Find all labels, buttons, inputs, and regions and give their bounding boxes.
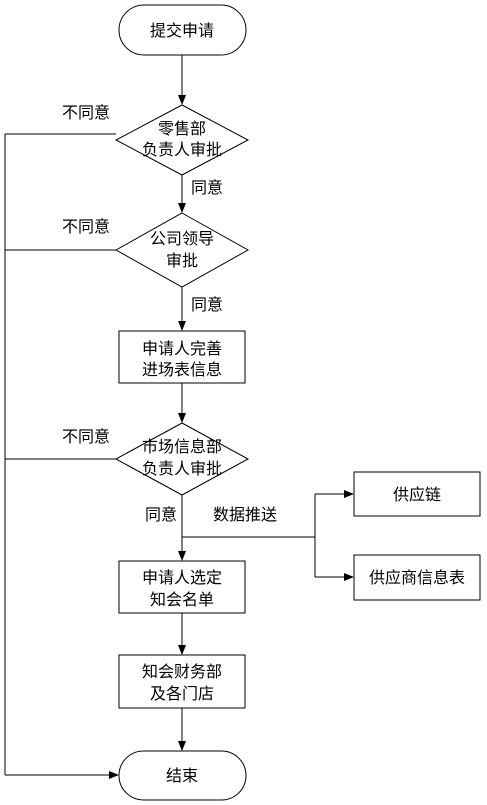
data-push-label: 数据推送	[213, 505, 277, 524]
leader-review-decision	[114, 212, 250, 288]
end-terminator	[118, 750, 247, 801]
agree-label-3: 同意	[145, 505, 177, 524]
complete-info-label-2: 进场表信息	[142, 360, 222, 379]
leader-review-label-1: 公司领导	[150, 229, 214, 248]
agree-label-2: 同意	[191, 295, 223, 314]
select-notify-label-2: 知会名单	[150, 590, 214, 609]
supplier-info-label: 供应商信息表	[369, 568, 465, 587]
agree-label-1: 同意	[191, 178, 223, 197]
select-notify-process	[118, 560, 246, 614]
reject-label-1: 不同意	[62, 103, 110, 122]
retail-review-label-1: 零售部	[158, 119, 206, 138]
market-review-label-2: 负责人审批	[142, 459, 222, 478]
leader-review-label-2: 审批	[166, 251, 198, 270]
complete-info-process	[118, 330, 246, 384]
retail-review-label-2: 负责人审批	[142, 140, 222, 159]
notify-finance-label-1: 知会财务部	[142, 662, 222, 681]
select-notify-label-1: 申请人选定	[142, 568, 222, 587]
end-label: 结束	[166, 766, 198, 785]
complete-info-label-1: 申请人完善	[142, 339, 222, 358]
notify-finance-process	[118, 654, 246, 709]
market-review-label-1: 市场信息部	[142, 437, 222, 456]
supplier-info-box	[353, 554, 481, 601]
start-label: 提交申请	[150, 21, 214, 40]
reject-label-3: 不同意	[62, 427, 110, 446]
supply-chain-box	[353, 471, 481, 517]
reject-label-2: 不同意	[62, 217, 110, 236]
notify-finance-label-2: 及各门店	[150, 684, 214, 703]
supply-chain-label: 供应链	[393, 485, 441, 504]
